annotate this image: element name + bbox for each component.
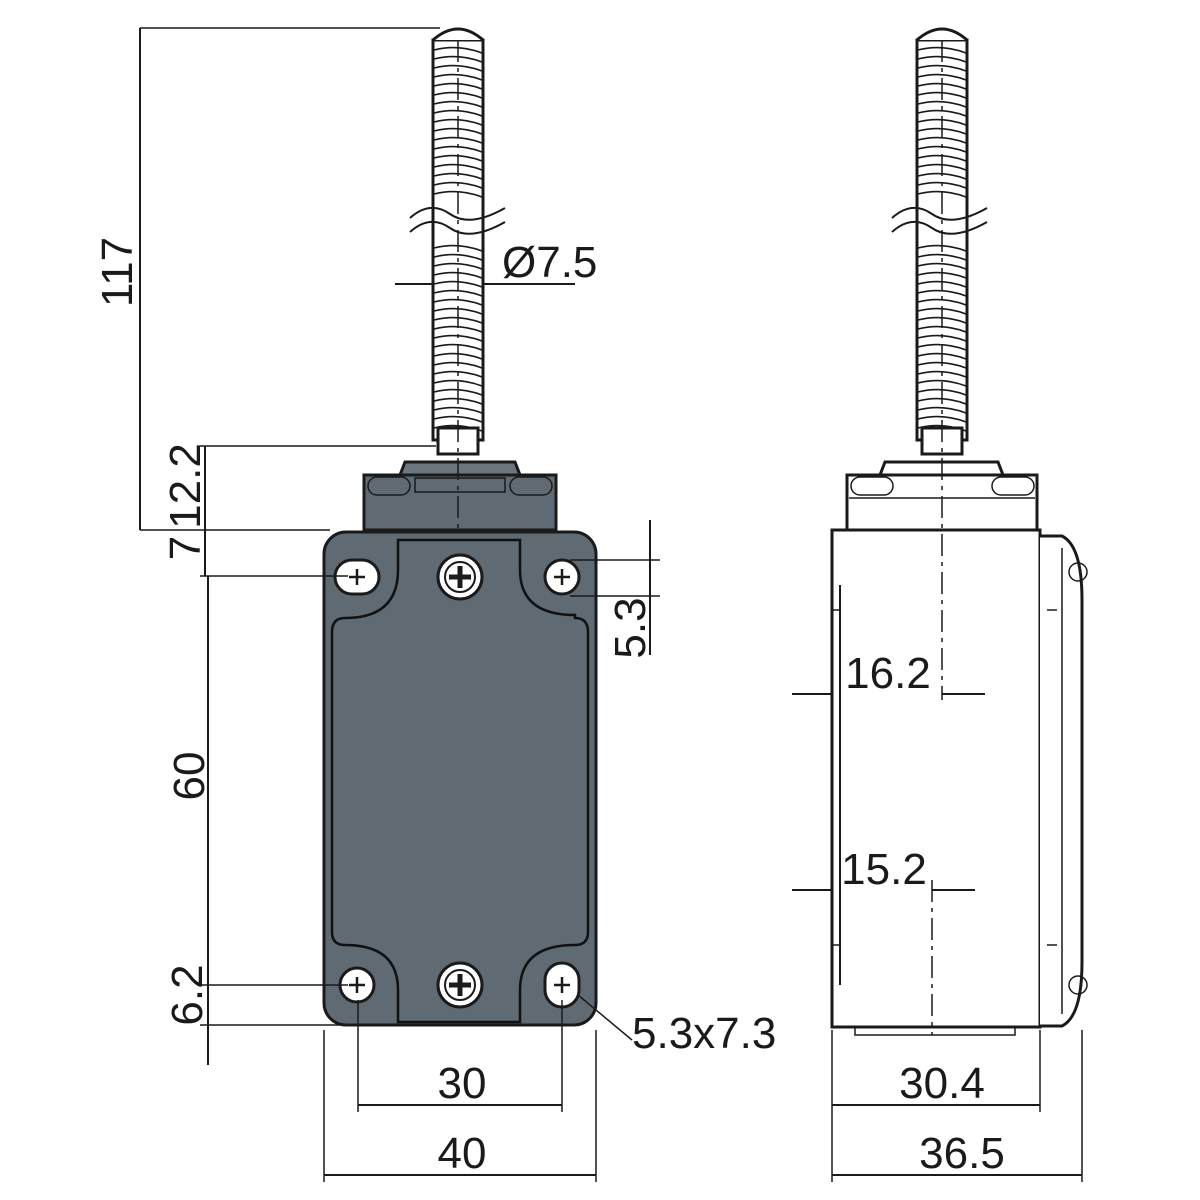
- dim-hole-spacing-vertical: 60: [165, 752, 214, 801]
- dim-body-width: 40: [438, 1129, 487, 1178]
- dim-overall-depth: 36.5: [919, 1129, 1005, 1178]
- switch-head: [362, 460, 558, 532]
- dim-hole-offset-bottom: 6.2: [163, 964, 212, 1025]
- front-screws: [333, 553, 581, 1009]
- dim-lower-depth: 15.2: [841, 845, 927, 894]
- side-dimension-lines: [792, 693, 1083, 1182]
- dim-body-depth: 30.4: [899, 1059, 985, 1108]
- side-dimension-labels: 16.2 15.2 30.4 36.5: [841, 649, 1005, 1178]
- side-view: [830, 27, 1088, 1036]
- dim-hole-spacing-horizontal: 30: [438, 1059, 487, 1108]
- dim-hole-offset-top: 5.3: [606, 597, 655, 658]
- dim-top-offset: 7: [161, 536, 210, 560]
- switch-body: [322, 530, 598, 1027]
- dim-rod-diameter: Ø7.5: [502, 238, 597, 287]
- dim-rod-length: 117: [93, 237, 142, 307]
- front-view: [322, 27, 598, 1027]
- dim-slot-size: 5.3x7.3: [632, 1009, 776, 1058]
- dim-head-height: 12.2: [161, 443, 210, 529]
- front-dimension-lines: [139, 27, 660, 1182]
- front-dimension-labels: 117 Ø7.5 12.2 7 5.3 60 6.2 5.3x7.3 30 40: [93, 237, 776, 1178]
- side-body: [830, 528, 1088, 1036]
- side-spring-rod: [891, 27, 988, 456]
- dim-upper-depth: 16.2: [845, 649, 931, 698]
